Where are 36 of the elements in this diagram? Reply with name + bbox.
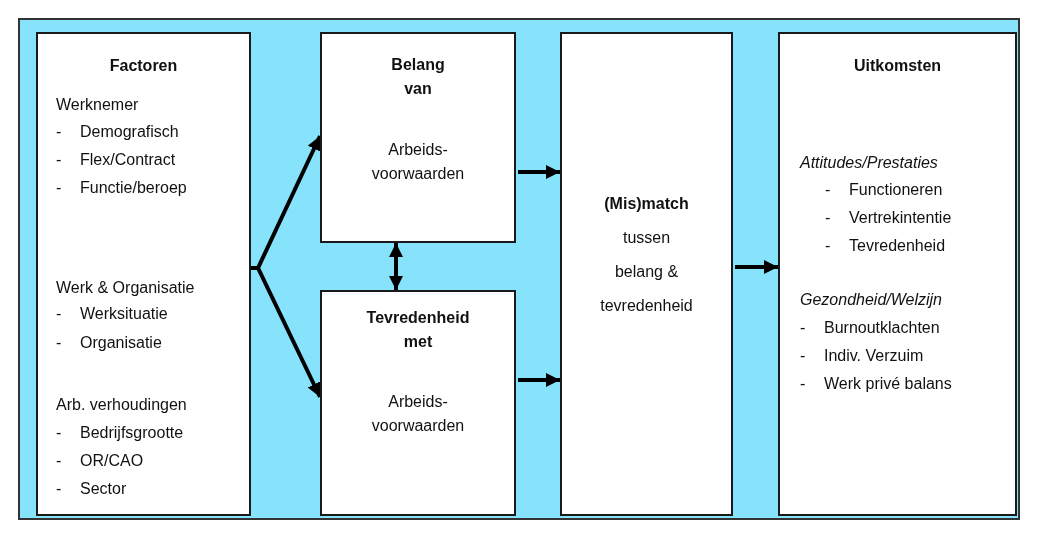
box-text: (Mis)match tussen belang & tevredenheid	[600, 194, 693, 316]
arrow	[251, 266, 322, 398]
arrow	[518, 373, 560, 387]
list-item: - Werksituatie	[56, 304, 168, 324]
process-box	[320, 32, 516, 243]
group-heading: Attitudes/Prestaties	[800, 153, 938, 173]
group-heading: Arb. verhoudingen	[56, 395, 187, 415]
list-item: - Functioneren	[825, 180, 943, 200]
box-heading: Tevredenheid met	[366, 308, 470, 352]
process-box	[36, 32, 251, 516]
list-item: - Burnoutklachten	[800, 318, 940, 338]
process-box	[778, 32, 1017, 516]
list-item: - Flex/Contract	[56, 150, 176, 170]
list-item: - Tevredenheid	[825, 236, 946, 256]
arrow	[735, 260, 778, 274]
list-item: - Organisatie	[56, 333, 162, 353]
box-heading: Belang van	[391, 55, 445, 99]
box-heading: Factoren	[108, 56, 179, 76]
list-item: - Werk privé balans	[800, 374, 952, 394]
list-item: - Bedrijfsgrootte	[56, 423, 184, 443]
list-item: - Vertrekintentie	[825, 208, 952, 228]
list-item: - Indiv. Verzuim	[800, 346, 924, 366]
arrow	[389, 243, 403, 290]
list-item: - Functie/beroep	[56, 178, 187, 198]
process-box	[560, 32, 733, 516]
process-box	[320, 290, 516, 516]
group-heading: Werk & Organisatie	[56, 278, 195, 298]
list-item: - OR/CAO	[56, 451, 144, 471]
box-text: Arbeids- voorwaarden	[371, 140, 465, 184]
group-heading: Werknemer	[56, 95, 139, 115]
box-text: Arbeids- voorwaarden	[371, 392, 465, 436]
arrow	[518, 165, 560, 179]
list-item: - Sector	[56, 479, 127, 499]
list-item: - Demografisch	[56, 122, 179, 142]
group-heading: Gezondheid/Welzijn	[800, 290, 942, 310]
box-heading: Uitkomsten	[852, 56, 943, 76]
